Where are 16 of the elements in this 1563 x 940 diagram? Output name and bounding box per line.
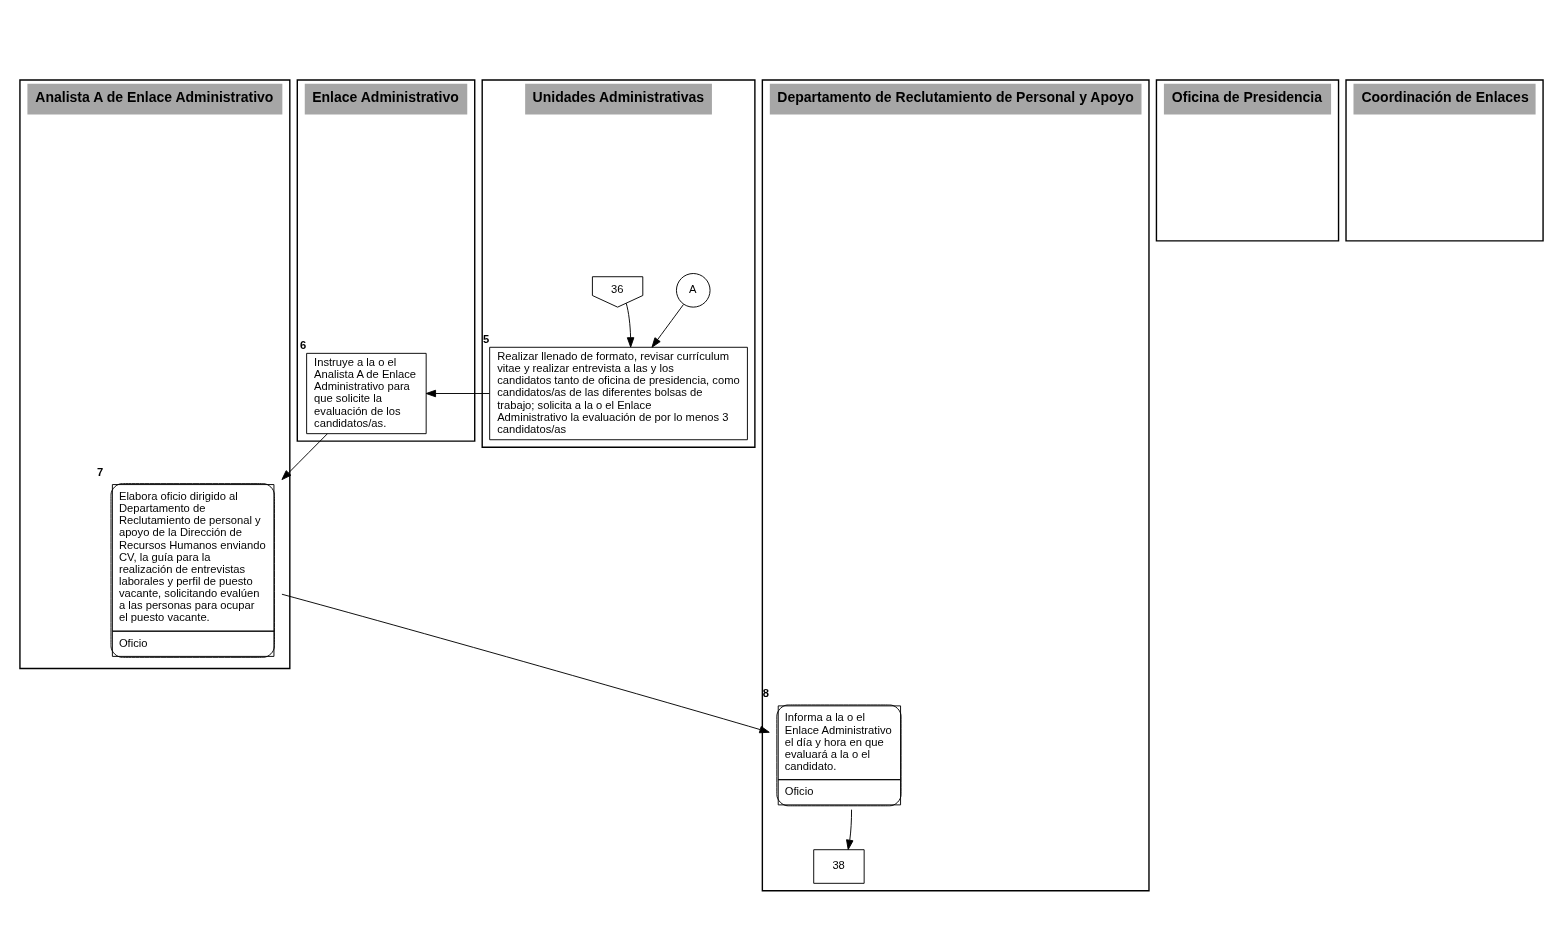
node-box: Coordinación de Enlaces [1345, 79, 1544, 242]
arrow [846, 809, 854, 850]
node-circle: A [675, 273, 711, 308]
arrow [425, 389, 490, 398]
arrow [651, 304, 684, 348]
arrow [281, 593, 770, 734]
node-label: 7 [96, 465, 104, 478]
node-label: 6 [300, 339, 307, 352]
arrow [281, 433, 328, 481]
node-box: Realizar llenado de formato, revisar currículum vitae y realizar entrevista a las y los candidatos tanto de oficina de presidencia, como candidatos/as de las diferentes bolsas de trabajo; solicita a la o el Enlace Administrativo la evaluación de por lo menos 3 candidatos/as [489, 346, 748, 441]
node-label: 8 [762, 687, 770, 700]
node-box: 38 [813, 849, 865, 884]
node-box: Instruye a la o el Analista A de Enlace Administrativo para que solicite la evaluación de los candidatos/as. [306, 352, 427, 435]
node-label: 5 [483, 333, 490, 346]
arrow [625, 302, 635, 348]
node-box: Oficina de Presidencia [1155, 79, 1340, 242]
